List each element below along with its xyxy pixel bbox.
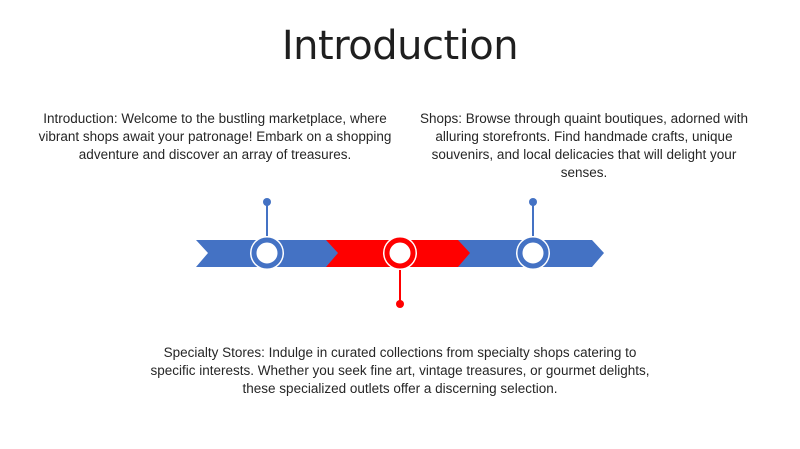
milestone-1-text: Introduction: Welcome to the bustling ma… xyxy=(38,111,392,162)
milestone-2-ring xyxy=(384,237,416,269)
milestone-3-connector-dot xyxy=(529,198,537,206)
milestone-3-ring xyxy=(517,237,549,269)
milestone-3-text: Shops: Browse through quaint boutiques, … xyxy=(420,111,748,180)
milestone-1-ring xyxy=(251,237,283,269)
milestone-1-connector-dot xyxy=(263,198,271,206)
slide-title: Introduction xyxy=(281,23,519,69)
milestone-2-connector-dot xyxy=(396,300,404,308)
milestone-2-text: Specialty Stores: Indulge in curated col… xyxy=(150,345,650,396)
